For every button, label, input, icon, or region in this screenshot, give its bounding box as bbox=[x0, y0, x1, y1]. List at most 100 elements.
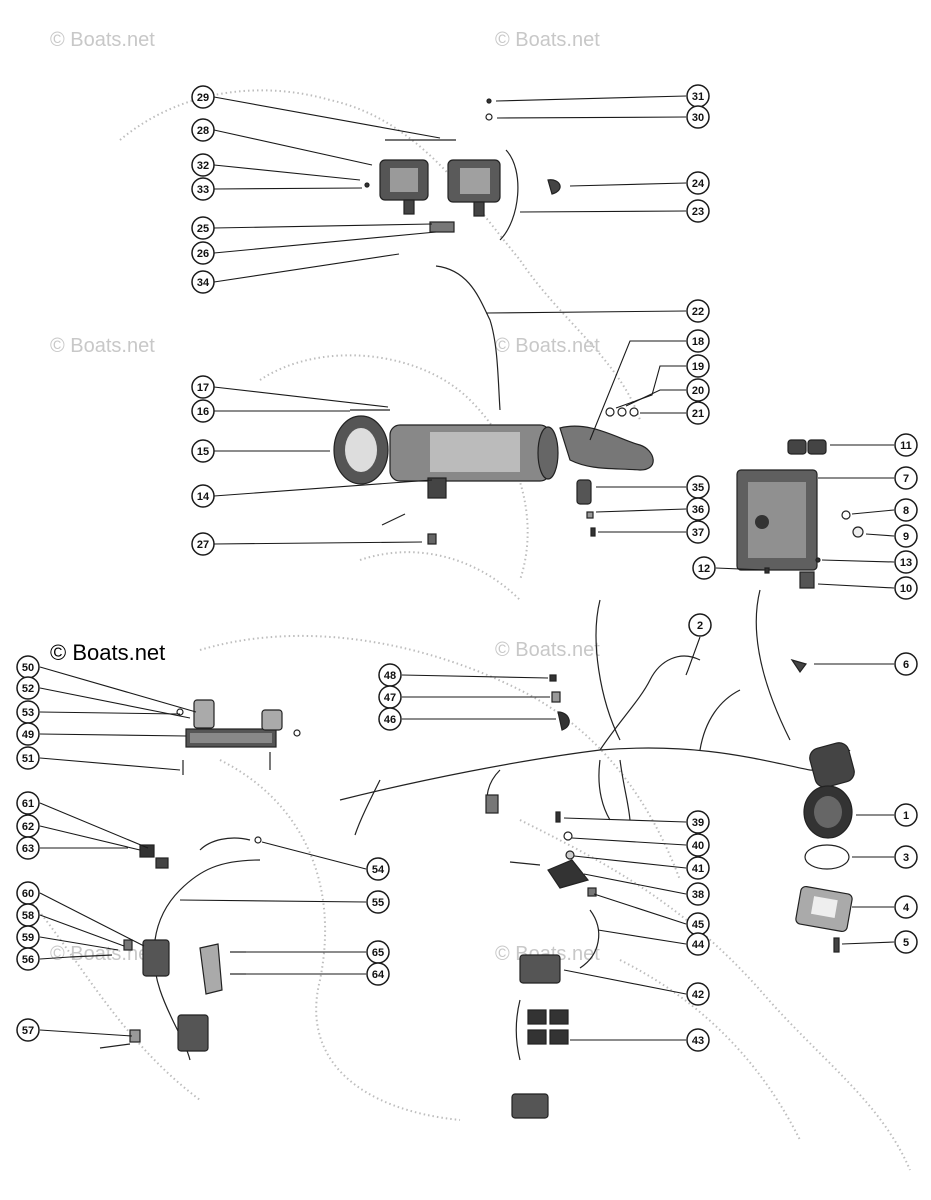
callout-10: 10 bbox=[894, 576, 918, 600]
ground-lead bbox=[579, 909, 600, 969]
callout-circle bbox=[894, 576, 918, 600]
starter-bolt bbox=[381, 513, 406, 526]
washer bbox=[605, 407, 615, 417]
callout-number: 64 bbox=[372, 969, 385, 981]
harness-branch bbox=[598, 759, 611, 821]
callout-1: 1 bbox=[894, 803, 918, 827]
callout-circle bbox=[366, 890, 390, 914]
callout-number: 36 bbox=[692, 504, 704, 516]
callout-64: 64 bbox=[366, 962, 390, 986]
rectifier bbox=[142, 939, 170, 977]
callout-33: 33 bbox=[191, 177, 215, 201]
callout-49: 49 bbox=[16, 722, 40, 746]
callout-circle bbox=[686, 982, 710, 1006]
callout-number: 39 bbox=[692, 817, 704, 829]
callout-65: 65 bbox=[366, 940, 390, 964]
callout-number: 29 bbox=[197, 92, 209, 104]
watermark-primary: © Boats.net bbox=[50, 640, 165, 665]
callout-number: 65 bbox=[372, 947, 384, 959]
callout-circle bbox=[692, 556, 716, 580]
callout-circle bbox=[378, 707, 402, 731]
callout-51: 51 bbox=[16, 746, 40, 770]
callout-41: 41 bbox=[686, 856, 710, 880]
callout-number: 38 bbox=[692, 889, 704, 901]
bracket bbox=[193, 699, 215, 729]
callout-number: 2 bbox=[697, 620, 703, 632]
callout-45: 45 bbox=[686, 912, 710, 936]
callout-34: 34 bbox=[191, 270, 215, 294]
callout-12: 12 bbox=[692, 556, 716, 580]
callout-circle bbox=[894, 498, 918, 522]
switch-box-lead bbox=[755, 589, 791, 741]
callout-38: 38 bbox=[686, 882, 710, 906]
nut bbox=[364, 182, 370, 188]
callout-circle bbox=[16, 947, 40, 971]
screw bbox=[555, 811, 561, 823]
bracket bbox=[261, 709, 283, 731]
callout-number: 54 bbox=[372, 864, 385, 876]
callout-number: 48 bbox=[384, 670, 396, 682]
callout-circle bbox=[686, 520, 710, 544]
callout-number: 34 bbox=[197, 277, 210, 289]
callout-24: 24 bbox=[686, 171, 710, 195]
callout-circle bbox=[191, 375, 215, 399]
solenoid-bracket bbox=[429, 221, 455, 233]
callout-circle bbox=[894, 466, 918, 490]
callout-21: 21 bbox=[686, 401, 710, 425]
clip bbox=[587, 887, 597, 897]
callout-13: 13 bbox=[894, 550, 918, 574]
spacer bbox=[123, 939, 133, 951]
callout-53: 53 bbox=[16, 700, 40, 724]
watermark: © Boats.net bbox=[495, 335, 600, 357]
spacer bbox=[551, 691, 561, 703]
callout-26: 26 bbox=[191, 241, 215, 265]
callout-28: 28 bbox=[191, 118, 215, 142]
gasket-opening bbox=[810, 896, 838, 918]
callout-number: 55 bbox=[372, 897, 384, 909]
callout-number: 31 bbox=[692, 91, 704, 103]
voltage-regulator bbox=[177, 1014, 209, 1052]
callout-number: 40 bbox=[692, 840, 704, 852]
callout-circle bbox=[191, 484, 215, 508]
callout-circle bbox=[366, 962, 390, 986]
screw bbox=[427, 533, 437, 545]
washer bbox=[254, 836, 262, 844]
callout-circle bbox=[686, 932, 710, 956]
callout-circle bbox=[191, 85, 215, 109]
callout-circle bbox=[686, 856, 710, 880]
callout-22: 22 bbox=[686, 299, 710, 323]
callout-number: 14 bbox=[197, 491, 210, 503]
battery-cable-short bbox=[499, 149, 519, 241]
callout-17: 17 bbox=[191, 375, 215, 399]
callout-number: 5 bbox=[903, 937, 909, 949]
callout-number: 32 bbox=[197, 160, 209, 172]
callout-circle bbox=[191, 532, 215, 556]
washer bbox=[293, 729, 301, 737]
callout-number: 47 bbox=[384, 692, 396, 704]
callout-31: 31 bbox=[686, 84, 710, 108]
terminal-boot bbox=[799, 571, 815, 589]
callout-number: 23 bbox=[692, 206, 704, 218]
callout-number: 49 bbox=[22, 729, 34, 741]
callout-60: 60 bbox=[16, 881, 40, 905]
callout-35: 35 bbox=[686, 475, 710, 499]
terminal bbox=[139, 844, 155, 858]
callout-number: 24 bbox=[692, 178, 705, 190]
callout-number: 33 bbox=[197, 184, 209, 196]
callout-circle bbox=[686, 329, 710, 353]
callout-20: 20 bbox=[686, 378, 710, 402]
relay-lead bbox=[515, 999, 521, 1061]
callout-circle bbox=[686, 105, 710, 129]
starter-solenoid-left bbox=[379, 159, 429, 215]
callout-number: 28 bbox=[197, 125, 209, 137]
callout-number: 8 bbox=[903, 505, 909, 517]
screw bbox=[549, 674, 557, 682]
harness-branch bbox=[599, 655, 701, 751]
callout-55: 55 bbox=[366, 890, 390, 914]
callout-labels: 2928323325263431302423221817161514271920… bbox=[16, 84, 918, 1052]
callout-circle bbox=[686, 354, 710, 378]
callout-number: 53 bbox=[22, 707, 34, 719]
relay-boot bbox=[549, 1029, 569, 1045]
callout-number: 19 bbox=[692, 361, 704, 373]
